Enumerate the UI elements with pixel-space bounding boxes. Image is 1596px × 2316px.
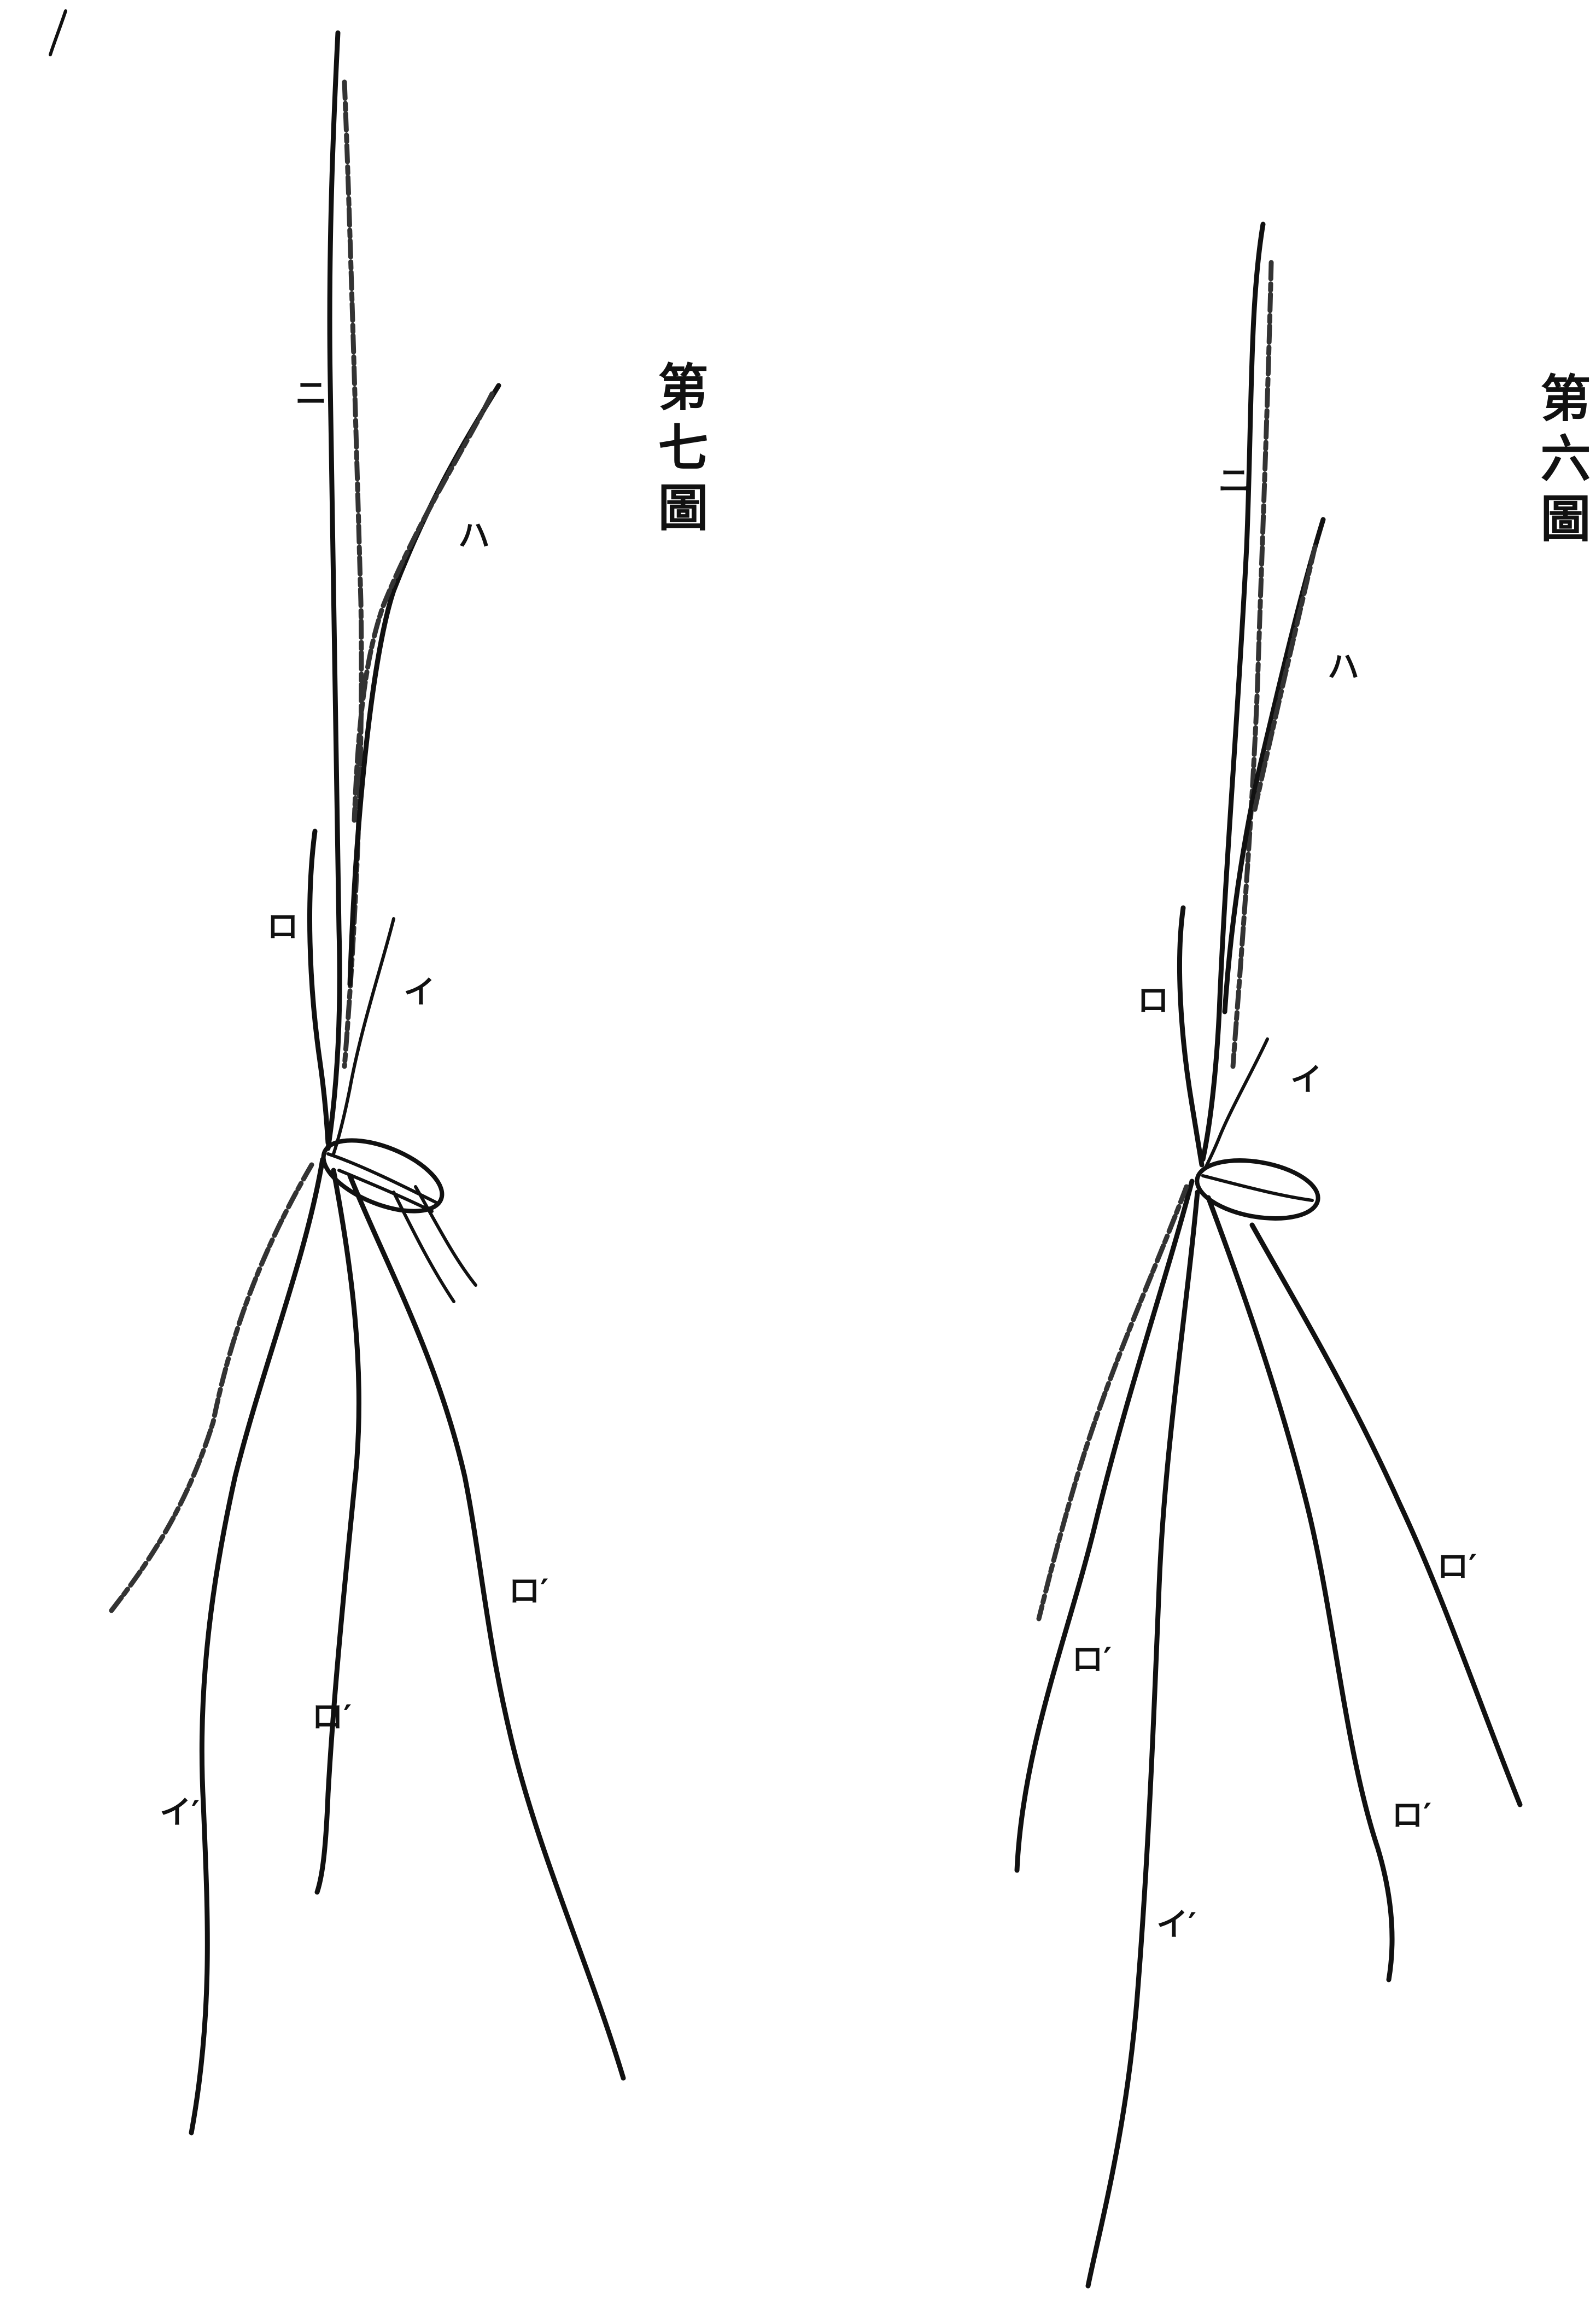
figure-seven-root-center (317, 1170, 359, 1892)
figure-six-seed (1192, 1152, 1323, 1227)
figure-seven-root-short-right-2 (416, 1187, 476, 1285)
figure-seven-root-far-left (109, 1165, 312, 1613)
figure-six-seedling (1017, 224, 1520, 2286)
figure-six-label-ha: ハ (1328, 651, 1359, 682)
figure-seven-leaf-ro (309, 831, 328, 1143)
figure-six-title: 第六圖 (1536, 372, 1587, 552)
figure-seven-label-ro: ロ (267, 911, 299, 942)
figure-seven-label-ro-prime-right: ロ′ (508, 1575, 548, 1607)
figure-seven-label-i-prime: イ′ (160, 1796, 200, 1828)
figure-seven-label-ro-prime-center: ロ′ (312, 1701, 352, 1732)
figure-six-leaf-ro (1179, 908, 1202, 1165)
figure-seven-leaf-ni (328, 33, 340, 1148)
figure-seven-root-i-prime (191, 1159, 323, 2133)
figure-seven-root-right (350, 1176, 623, 2078)
figure-seven-leaf-ha-edge (354, 394, 492, 820)
figure-seven-leaf-ha (350, 386, 499, 984)
figure-seven-title: 第七圖 (654, 361, 704, 541)
figure-six-label-ro-prime-right: ロ′ (1437, 1550, 1477, 1582)
figure-six-root-left (1017, 1181, 1192, 1870)
figure-six-label-ro: ロ (1137, 984, 1169, 1016)
figure-seven-label-ni: ニ (295, 377, 327, 409)
figure-six-label-i: イ (1290, 1064, 1322, 1095)
figure-six-label-ro-prime-left: ロ′ (1072, 1643, 1112, 1675)
figure-six-label-ni: ニ (1218, 465, 1250, 497)
stray-mark (50, 11, 66, 55)
figure-six-leaf-ni (1203, 224, 1263, 1159)
figure-six-label-ro-prime-lower: ロ′ (1392, 1799, 1431, 1831)
figure-seven-label-ha: ハ (458, 520, 490, 551)
figure-six-leaf-ha (1225, 520, 1323, 1012)
figure-six-leaf-ha-edge (1255, 547, 1315, 809)
figure-six-root-far-right (1252, 1225, 1520, 1805)
figure-six-root-left-faint (1039, 1187, 1186, 1619)
figure-seven-label-i: イ (404, 976, 435, 1008)
figure-seven-leaf-i (334, 919, 394, 1154)
figure-six-label-i-prime: イ′ (1156, 1909, 1196, 1940)
